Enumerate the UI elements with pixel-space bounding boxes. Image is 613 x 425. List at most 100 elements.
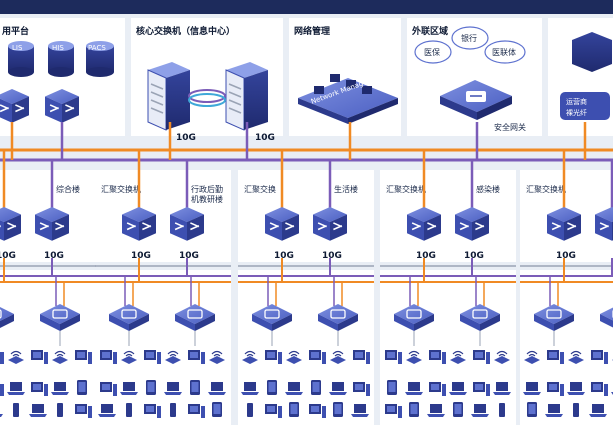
external-title: 外联区域 [411, 25, 448, 37]
access-switch-1-icon [109, 304, 149, 331]
agg-panel-bg [95, 170, 231, 262]
endpoint-laptop-icon [329, 382, 347, 395]
endpoint-pc-icon [429, 350, 446, 364]
backbone-links [0, 122, 613, 162]
bubble-bank-label: 银行 [461, 33, 477, 43]
endpoint-pc-icon [75, 350, 92, 364]
agg-speed-left: 10G [131, 251, 151, 261]
endpoint-pc-icon [353, 382, 370, 396]
endpoint-pc-icon [31, 350, 48, 364]
endpoint-pc-icon [144, 350, 161, 364]
endpoint-tablet-icon [333, 402, 343, 417]
agg-panel-1: 综合楼10G10G [0, 150, 96, 425]
endpoint-wifi-icon [165, 350, 181, 364]
endpoint-tablet-icon [289, 402, 299, 417]
agg-switch-right-icon [35, 207, 69, 241]
bubble-medical-insurance [414, 40, 452, 64]
agg-speed-left: 10G [556, 251, 576, 261]
endpoint-wifi-icon [286, 350, 302, 364]
agg-speed-right: 10G [464, 251, 484, 261]
endpoint-phone-icon [13, 403, 19, 417]
endpoint-wifi-icon [450, 350, 466, 364]
access-panel-bg [520, 270, 613, 425]
agg-left-title: 汇聚交换机 [101, 184, 141, 194]
endpoint-pc-icon [429, 382, 446, 396]
agg-left-title: 汇聚交换机 [386, 184, 426, 194]
agg-speed-left: 10G [0, 251, 16, 261]
core-switches: 10G 10G [147, 62, 275, 143]
endpoint-laptop-icon [471, 404, 489, 417]
agg-switch-right-icon [455, 207, 489, 241]
access-switch-1-icon [394, 304, 434, 331]
endpoint-pc-icon [473, 350, 490, 364]
endpoint-tablet-icon [190, 380, 200, 395]
endpoint-pc-icon [309, 350, 326, 364]
endpoint-phone-icon [499, 403, 505, 417]
endpoint-laptop-icon [523, 382, 541, 395]
endpoint-phone-icon [57, 403, 63, 417]
server-pacs-icon: PACS [86, 41, 114, 77]
endpoint-pc-icon [100, 382, 117, 396]
agg-speed-left: 10G [416, 251, 436, 261]
endpoint-laptop-icon [98, 404, 116, 417]
endpoint-laptop-icon [427, 404, 445, 417]
access-switch-2-icon [460, 304, 500, 331]
server-his-icon: HIS [48, 41, 74, 77]
agg-panel-bg [380, 170, 516, 262]
endpoint-pc-icon [0, 352, 4, 364]
endpoint-laptop-icon [545, 404, 563, 417]
endpoint-pc-icon [100, 350, 117, 364]
security-gateway-label: 安全网关 [494, 122, 526, 132]
server-his-label: HIS [52, 44, 64, 52]
access-layer [0, 258, 613, 418]
isp-label-line2: 裸光纤 [566, 108, 587, 117]
agg-right-title: 生活楼 [334, 184, 358, 194]
endpoint-wifi-icon [524, 350, 540, 364]
agg-switch-left-icon [407, 207, 441, 241]
agg-right-title: 感染楼 [476, 184, 500, 194]
agg-switch-left-icon [0, 207, 21, 241]
endpoint-laptop-icon [0, 414, 3, 417]
endpoint-wifi-icon [121, 350, 137, 364]
core-speed-right: 10G [255, 133, 275, 143]
endpoint-pc-icon [591, 382, 608, 396]
agg-speed-left: 10G [274, 251, 294, 261]
endpoint-laptop-icon [405, 382, 423, 395]
endpoint-pc-icon [188, 350, 205, 364]
agg-speed-right: 10G [44, 251, 64, 261]
endpoint-laptop-icon [449, 382, 467, 395]
endpoint-tablet-icon [527, 402, 537, 417]
security-gateway-icon [440, 80, 512, 120]
bubble-medical-alliance-label: 医联体 [492, 47, 516, 57]
external-area: 医保 银行 医联体 安全网关 [414, 26, 526, 132]
endpoint-pc-icon [0, 384, 4, 396]
server-pacs-label: PACS [88, 44, 106, 52]
agg-left-title: 汇聚交换机 [526, 184, 566, 194]
bubble-medical-alliance [484, 40, 526, 64]
endpoint-laptop-icon [7, 382, 25, 395]
agg-panel-4: 汇聚交换机 感染楼 10G 10G [380, 150, 516, 425]
core-title: 核心交换机（信息中心） [136, 25, 235, 37]
endpoint-pc-icon [547, 350, 564, 364]
core-link-icon [188, 89, 226, 107]
agg-right-title: 行政后勤 [191, 184, 223, 194]
endpoint-phone-icon [247, 403, 253, 417]
platform-servers: LIS HIS PACS [8, 41, 114, 77]
platform-title: 用平台 [1, 25, 29, 37]
access-switch-1-icon [252, 304, 292, 331]
agg-panel-bg [238, 170, 374, 262]
core-rack-left-icon [147, 62, 190, 131]
isp-building-icon [572, 32, 612, 72]
access-switch-1-icon [534, 304, 574, 331]
endpoint-wifi-icon [52, 350, 68, 364]
endpoint-pc-icon [31, 382, 48, 396]
platform-switch-2-icon [45, 89, 79, 123]
endpoint-pc-icon [473, 382, 490, 396]
endpoint-tablet-icon [453, 402, 463, 417]
endpoint-wifi-icon [209, 350, 225, 364]
endpoint-tablet-icon [146, 380, 156, 395]
netmgmt-title: 网络管理 [294, 25, 330, 37]
endpoint-pc-icon [385, 404, 402, 418]
